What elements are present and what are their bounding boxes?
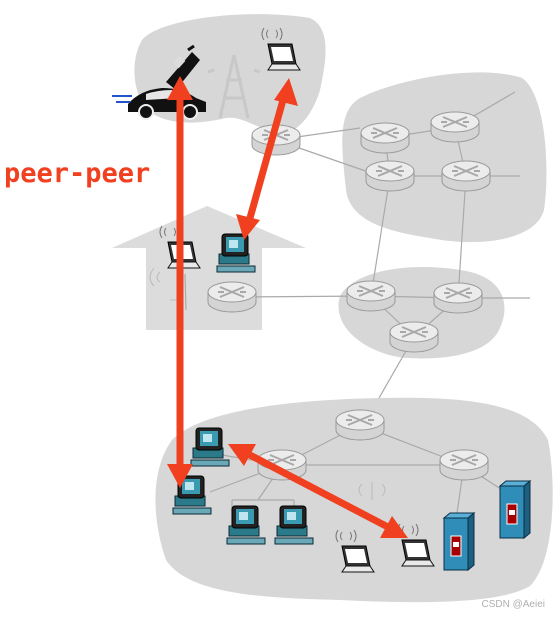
cellphone-icon	[166, 44, 200, 90]
router-icon	[335, 409, 385, 441]
router-icon	[207, 281, 257, 313]
server-icon	[499, 480, 531, 539]
router-icon	[360, 122, 410, 154]
router-icon	[346, 280, 396, 312]
router-icon	[430, 111, 480, 143]
router-icon	[389, 321, 439, 353]
arrowhead	[167, 464, 193, 488]
home-network-house	[112, 206, 306, 330]
arrowhead	[236, 214, 260, 240]
arrowhead	[167, 76, 193, 100]
arrowhead	[228, 444, 256, 466]
peer-peer-arrows	[167, 76, 408, 538]
arrowhead	[274, 78, 298, 106]
cell-tower-icon	[207, 54, 261, 119]
router-icon	[365, 160, 415, 192]
arrowhead	[380, 516, 408, 538]
peer-peer-label: peer-peer	[4, 158, 151, 189]
peer-arrow-pc-to-laptop	[244, 450, 390, 530]
peer-arrow-laptop-to-home-pc	[246, 96, 287, 222]
server-icon	[443, 512, 475, 571]
router-icon	[439, 449, 489, 481]
router-icon	[441, 160, 491, 192]
router-icon	[433, 282, 483, 314]
isp-network-cloud	[342, 72, 547, 243]
access-point-icon	[358, 482, 386, 500]
watermark: CSDN @Aeiei	[481, 599, 545, 610]
